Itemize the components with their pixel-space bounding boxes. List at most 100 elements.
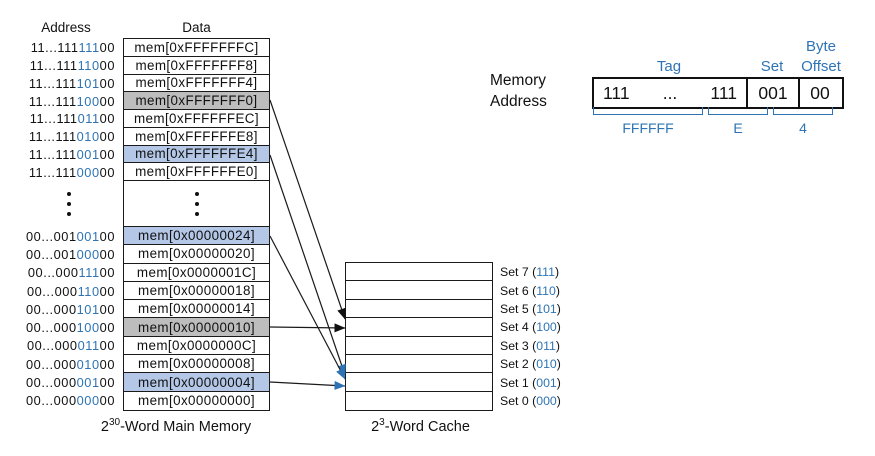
memory-word-cell: mem[0x00000024] (124, 227, 269, 246)
tag-bits-left: 111 (603, 82, 630, 103)
address-bits: 11...111 (29, 111, 78, 127)
address-bits: 00 (99, 129, 115, 145)
memory-word-cell: mem[0x0000000C] (124, 336, 269, 356)
address-bits: 00 (99, 58, 115, 74)
address-bits: 00...000 (25, 356, 77, 372)
address-set-bits: 001 (76, 375, 100, 391)
address-bits: 00...000 (26, 338, 78, 354)
address-bits: 00...000 (25, 393, 77, 409)
memory-word-cell: mem[0xFFFFFFEC] (124, 110, 269, 128)
set-label-close: ) (555, 283, 560, 298)
set-label-text: Set 6 ( (500, 283, 537, 298)
memory-address-label: Memory Address (490, 70, 547, 112)
address-set-bits: 000 (76, 246, 100, 262)
arrow-mem-00000004-to-set1 (269, 380, 346, 390)
memory-word-cell: mem[0xFFFFFFE4] (124, 145, 269, 164)
hex-group-bracket (593, 107, 703, 115)
address-bits: 11...111 (30, 40, 79, 56)
address-bits: 00...001 (25, 246, 77, 262)
set-label-bits: 111 (536, 265, 555, 280)
cache-set-row (346, 263, 492, 282)
set-label-close: ) (556, 393, 561, 408)
tag-field-label: Tag (656, 58, 682, 75)
cache-caption: 23-Word Cache (348, 418, 493, 435)
address-bits: 00 (99, 228, 115, 244)
cache-set-label: Set 4 (100) (500, 318, 561, 336)
cache-set-row (346, 391, 492, 411)
set-label-bits: 110 (536, 283, 556, 298)
caption-base: 2 (371, 419, 380, 435)
caption-exponent: 30 (108, 417, 121, 429)
set-label-text: Set 3 ( (500, 338, 537, 353)
memory-word-cell: mem[0xFFFFFFF8] (124, 56, 269, 75)
address-bits: 00 (99, 338, 115, 354)
set-label-text: Set 4 ( (500, 320, 537, 335)
address-bits: 00 (99, 320, 115, 336)
address-set-bits: 100 (76, 93, 100, 109)
address-column-header: Address (41, 20, 91, 35)
address-bits: 00 (99, 246, 115, 262)
address-bits: 00 (99, 75, 115, 91)
ellipsis-cell (124, 181, 269, 227)
address-bits: 00 (99, 301, 115, 317)
address-bits: 00...000 (26, 283, 78, 299)
address-bits: 00...001 (25, 228, 77, 244)
cache-set-label: Set 6 (110) (500, 281, 561, 299)
caption-rest: -Word Main Memory (120, 419, 252, 435)
set-label-close: ) (556, 320, 561, 335)
address-bits: 11...111 (28, 75, 77, 91)
address-bits: 00 (99, 93, 115, 109)
cache-set-labels: Set 7 (111)Set 6 (110)Set 5 (101)Set 4 (… (500, 263, 561, 410)
caption-base: 2 (100, 419, 109, 435)
cache-table (345, 262, 493, 412)
address-bits: 00 (99, 283, 115, 299)
cache-set-label: Set 7 (111) (500, 263, 561, 281)
data-column-header: Data (182, 20, 211, 35)
byte-offset-field-cell: 00 (810, 82, 830, 103)
address-bits: 00...000 (27, 265, 79, 281)
cache-set-row (346, 299, 492, 319)
set-label-bits: 010 (536, 357, 557, 372)
address-bits: 00 (99, 40, 115, 56)
cache-set-label: Set 0 (000) (500, 392, 561, 410)
main-memory-caption: 230-Word Main Memory (76, 417, 276, 435)
arrow-mem-ffffffe4-to-set1 (269, 154, 346, 376)
memory-address-label-line2: Address (490, 93, 547, 110)
address-set-bits: 001 (76, 146, 100, 162)
cache-set-label: Set 2 (010) (500, 355, 561, 373)
address-bits: 11...111 (28, 146, 77, 162)
memory-word-cell: mem[0xFFFFFFF0] (124, 92, 269, 110)
address-bits: 11...111 (29, 58, 78, 74)
cache-set-label: Set 1 (001) (500, 373, 561, 391)
address-bits: 11...111 (28, 164, 77, 180)
address-set-bits: 111 (78, 265, 100, 281)
set-label-text: Set 5 ( (500, 301, 537, 316)
vertical-ellipsis (194, 191, 199, 216)
hex-group-bracket (708, 107, 768, 115)
cache-set-row (346, 373, 492, 392)
arrow-mem-00000010-to-set4 (269, 323, 346, 333)
set-label-text: Set 0 ( (500, 393, 537, 408)
main-memory-table: mem[0xFFFFFFFC]mem[0xFFFFFFF8]mem[0xFFFF… (123, 38, 270, 411)
memory-word-cell: mem[0x00000020] (124, 245, 269, 264)
memory-address-label-line1: Memory (490, 72, 546, 89)
address-set-bits: 101 (76, 75, 100, 91)
address-set-bits: 110 (77, 283, 100, 299)
address-bits: 00 (99, 375, 115, 391)
address-bits: 00...000 (25, 320, 77, 336)
address-bits: 00 (99, 393, 115, 409)
address-bits: 00...000 (25, 301, 77, 317)
memory-word-cell: mem[0x0000001C] (124, 263, 269, 282)
hex-group-value: 4 (799, 120, 807, 136)
ellipsis-cell (0, 181, 115, 227)
byte-field-label: Byte (805, 38, 836, 55)
